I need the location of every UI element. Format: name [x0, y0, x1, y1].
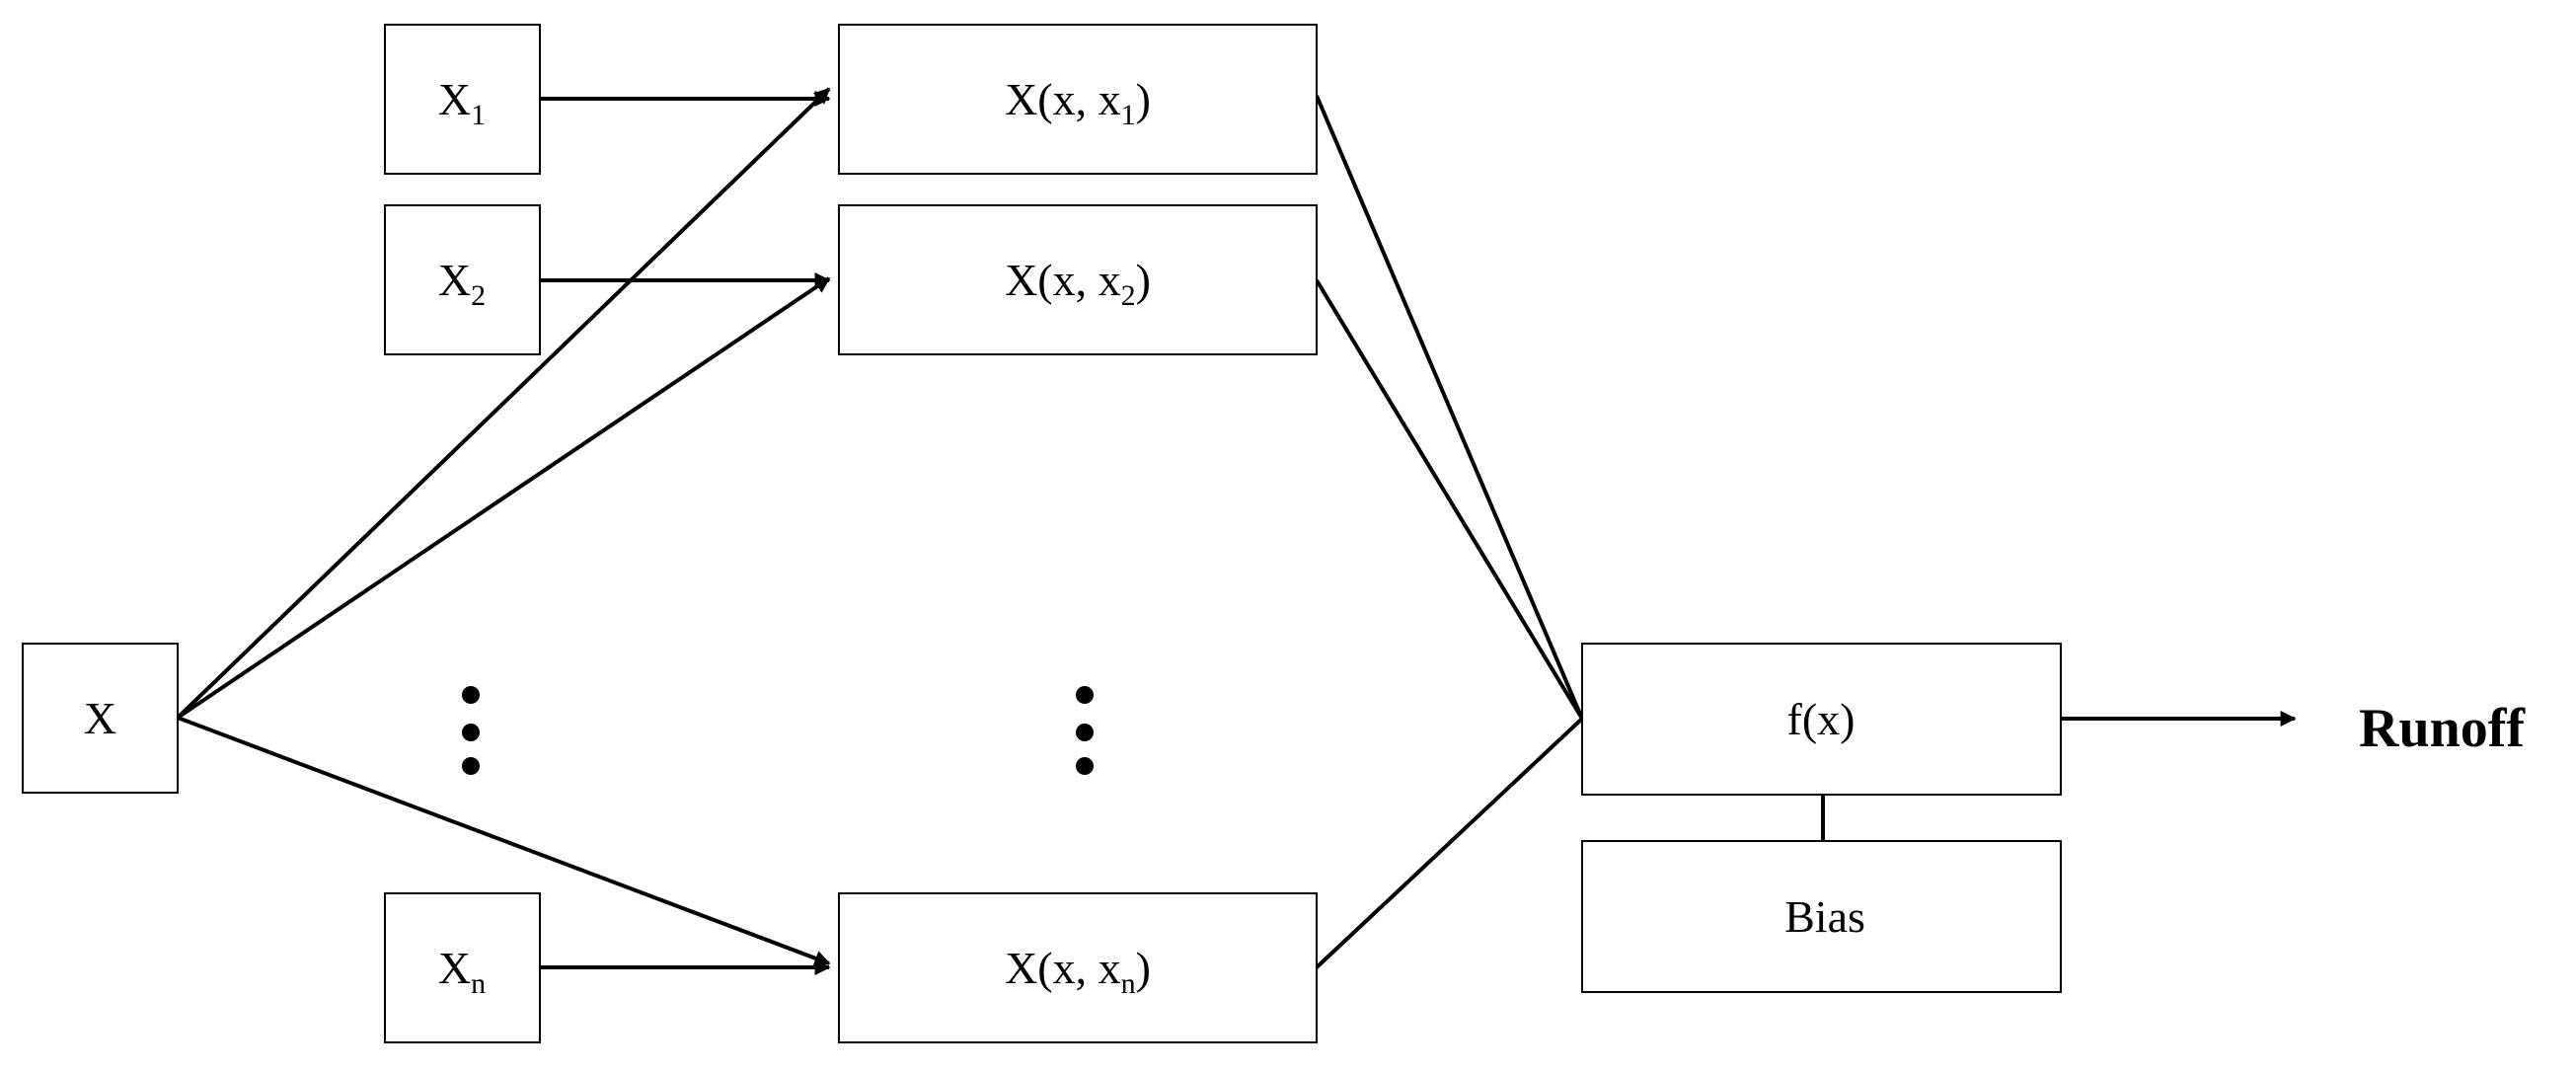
node-x2: X2 — [384, 204, 541, 355]
xn-label: Xn — [438, 943, 486, 1000]
ellipsis-dot — [462, 686, 480, 704]
fx-box — [1581, 643, 2062, 796]
node-xn: Xn — [384, 892, 541, 1043]
output-label: Runoff — [2359, 698, 2526, 759]
edge-input-to-kn — [177, 716, 831, 966]
ellipsis-dot — [1076, 757, 1094, 775]
x2-label: X2 — [438, 255, 486, 312]
node-k2: X(x, x2) — [838, 204, 1318, 355]
fx-label: f(x) — [1787, 694, 1856, 744]
edge-input-to-k1 — [176, 87, 831, 720]
x2-box — [384, 204, 541, 355]
node-fx: f(x) — [1581, 643, 2062, 796]
edges — [176, 87, 2297, 975]
edge-k1-to-fx — [1315, 95, 1584, 720]
k1-label: X(x, x1) — [1005, 74, 1151, 131]
ellipsis-middle — [1076, 686, 1094, 775]
input-label: X — [84, 693, 116, 743]
edge-kn-to-fx — [1315, 717, 1584, 969]
node-bias: Bias — [1581, 840, 2062, 993]
node-kn: X(x, xn) — [838, 892, 1318, 1043]
ellipsis-dot — [462, 724, 480, 741]
node-x1: X1 — [384, 24, 541, 175]
node-input: X — [22, 643, 179, 794]
edge-k2-to-fx — [1315, 278, 1584, 721]
k1-box — [838, 24, 1318, 175]
edge-input-to-k2 — [176, 276, 831, 720]
bias-label: Bias — [1784, 891, 1865, 942]
ellipsis-dot — [1076, 724, 1094, 741]
kn-box — [838, 892, 1318, 1043]
input-box — [22, 643, 179, 794]
xn-box — [384, 892, 541, 1043]
k2-box — [838, 204, 1318, 355]
kn-label: X(x, xn) — [1005, 943, 1151, 1000]
x1-box — [384, 24, 541, 175]
node-k1: X(x, x1) — [838, 24, 1318, 175]
ellipsis-dot — [462, 757, 480, 775]
ellipsis-left — [462, 686, 480, 775]
x1-label: X1 — [438, 74, 486, 131]
k2-label: X(x, x2) — [1005, 255, 1151, 312]
ellipsis-dot — [1076, 686, 1094, 704]
bias-box — [1581, 840, 2062, 993]
